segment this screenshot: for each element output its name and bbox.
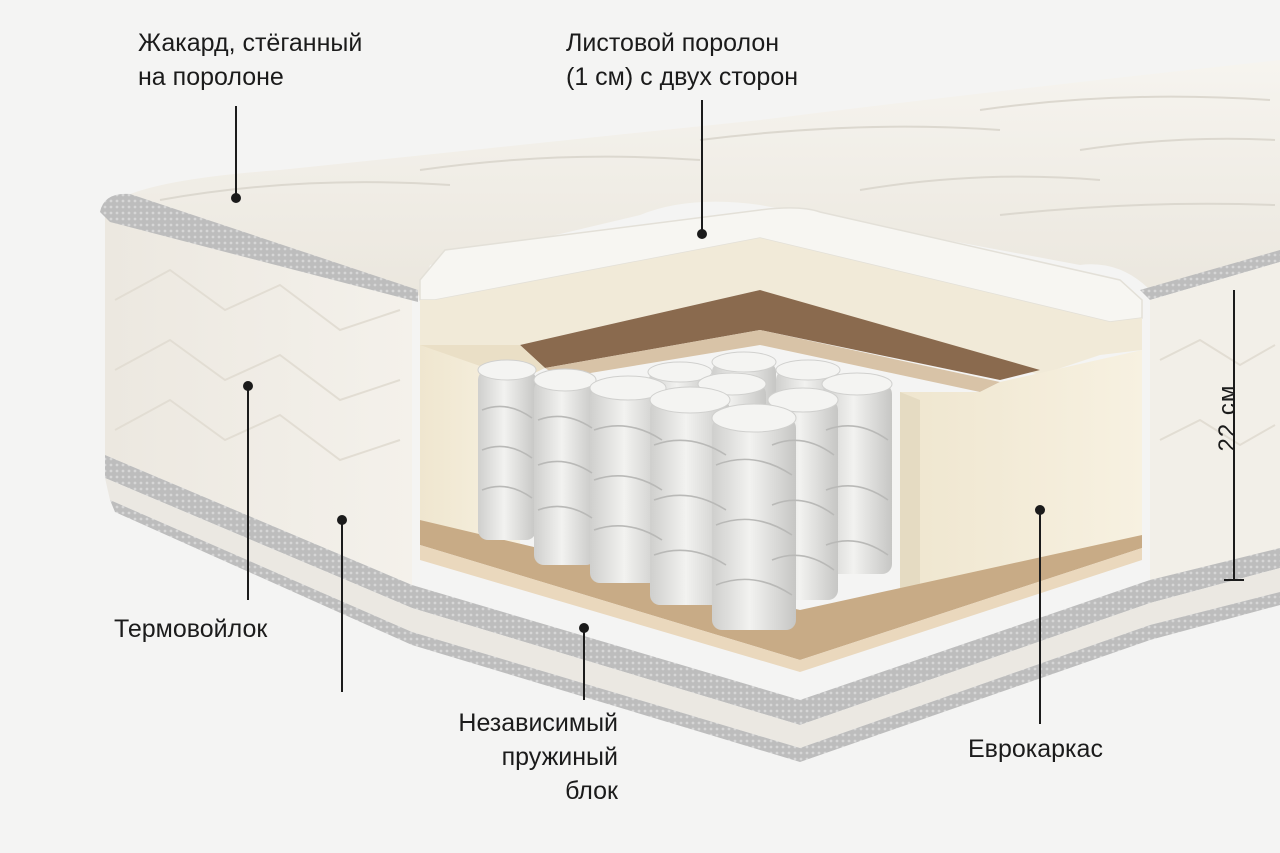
jacquard-foam-layer <box>420 238 1142 375</box>
mattress-left-side <box>105 215 412 585</box>
label-springs: Независимый пружиный блок <box>400 706 618 808</box>
label-euroframe-line-1: Еврокаркас <box>968 735 1103 763</box>
leader-lines <box>231 100 1244 724</box>
label-springs-line-3: блок <box>565 777 618 805</box>
thermofelt-layer <box>520 290 1040 380</box>
top-piping <box>100 193 418 302</box>
label-jacquard-line-1: Жакард, стёганный <box>138 29 363 57</box>
label-springs-line-2: пружиный <box>501 743 618 771</box>
label-foam-sheet-line-2: (1 см) с двух сторон <box>566 63 799 91</box>
spring-coils <box>481 405 889 596</box>
label-euroframe: Еврокаркас <box>968 732 1103 766</box>
foam-sheet-top <box>419 207 1143 323</box>
side-zigzag-pattern <box>114 268 401 462</box>
bottom-base-layer <box>420 520 1142 660</box>
label-foam-sheet-line-1: Листовой поролон <box>566 29 780 57</box>
label-jacquard: Жакард, стёганный на поролоне <box>138 26 362 94</box>
bottom-piping <box>105 455 1280 725</box>
label-thermofelt: Термовойлок <box>114 612 267 646</box>
height-dimension-label: 22 см <box>1214 384 1241 452</box>
mattress-top-surface <box>110 60 1280 296</box>
quilting-stitches <box>159 95 1276 216</box>
label-thermofelt-line-1: Термовойлок <box>114 615 268 643</box>
euroframe-right <box>900 350 1142 610</box>
label-jacquard-line-2: на поролоне <box>138 63 284 91</box>
label-springs-line-1: Независимый <box>458 709 618 737</box>
label-foam-sheet: Листовой поролон (1 см) с двух сторон <box>566 26 798 94</box>
